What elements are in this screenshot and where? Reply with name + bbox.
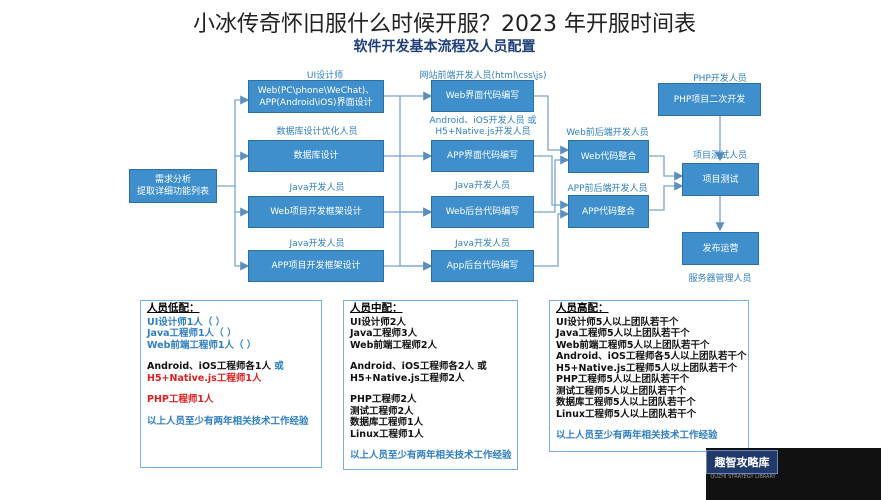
staffing-line: PHP工程师2人 [350,394,417,405]
staffing-line: UI设计师5人以上团队若干个 [556,316,679,328]
staffing-line: Android、iOS工程师各2人 或 [350,361,487,372]
role-server-admin: 服务器管理人员 [688,274,752,284]
panel-low-header: 人员低配： [147,302,200,314]
staffing-line: 数据库工程师5人以上团队若干个 [556,397,696,408]
node-web-integration: Web代码整合 [568,140,649,173]
node-web-app-ui-design: Web(PC\phone\WeChat)、 APP(Android\iOS)界面… [248,80,384,113]
watermark: 趣智攻略库 QUZHI STRATEGY LIBRARY [706,448,881,500]
panel-spacer [556,420,742,430]
panel-spacer [147,351,315,361]
node-app-ui-code: APP界面代码编写 [431,140,534,172]
staffing-line: 数据库工程师1人 [350,417,424,428]
staffing-line: 测试工程师2人 [350,405,414,417]
role-db-designer: 数据库设计优化人员 [276,127,358,137]
watermark-logo: 趣智攻略库 [706,450,778,474]
role-app-fullstack: APP前后端开发人员 [567,184,648,194]
watermark-subtext: QUZHI STRATEGY LIBRARY [710,474,776,480]
role-php-dev: PHP开发人员 [693,74,747,84]
panel-high-header: 人员高配： [556,302,609,314]
staffing-line: H5+Native.js工程师1人 [147,372,262,384]
node-requirements: 需求分析 提取详细功能列表 [129,169,217,203]
staffing-line: PHP工程师1人 [147,394,214,405]
staffing-line: 以上人员至少有两年相关技术工作经验 [147,415,309,427]
staffing-line: Web前端工程师2人 [350,339,437,351]
panel-mid-header: 人员中配： [350,302,403,314]
node-project-test: 项目测试 [682,163,759,196]
staffing-line: Android、iOS工程师各1人 或 [147,361,284,372]
panel-spacer [350,351,511,361]
flow-connectors [217,91,725,271]
node-app-backend-code: App后台代码编写 [431,250,534,282]
node-database-design: 数据库设计 [248,140,384,172]
role-web-frontend: 网站前端开发人员(html\css\js) [419,71,547,81]
staffing-line: 以上人员至少有两年相关技术工作经验 [350,450,512,461]
staffing-panel-low: 人员低配： UI设计师1人（ ）Java工程师1人（ ）Web前端工程师1人（ … [140,300,322,468]
node-release: 发布运营 [682,232,759,265]
role-mobile-dev: Android、iOS开发人员 或 H5+Native.js开发人员 [429,116,537,137]
staffing-line: H5+Native.js工程师5人以上团队若干个 [556,362,737,374]
staffing-line: Web前端工程师1人（ ） [147,339,257,351]
staffing-line: PHP工程师5人以上团队若干个 [556,374,689,385]
or-connector: 或 [274,361,284,372]
panel-spacer [147,406,315,416]
role-web-fullstack: Web前后端开发人员 [566,128,649,138]
staffing-line: Android、iOS工程师各5人以上团队若干个 [556,351,747,362]
staffing-line: Linux工程师1人 [350,428,424,440]
staffing-line: Java工程师3人 [350,328,418,339]
panel-spacer [147,384,315,394]
role-ui-designer: UI设计师 [306,71,344,81]
diagram-title: 软件开发基本流程及人员配置 [353,39,536,55]
staffing-line: 以上人员至少有两年相关技术工作经验 [556,430,718,441]
node-php-secondary-dev: PHP项目二次开发 [658,83,761,116]
staffing-line: 测试工程师5人以上团队若干个 [556,385,687,397]
role-java-dev-4: Java开发人员 [454,239,510,249]
role-tester: 项目测试人员 [692,151,747,161]
panel-spacer [350,384,511,394]
node-web-framework-design: Web项目开发框架设计 [248,196,384,228]
role-java-dev-1: Java开发人员 [289,183,345,193]
staffing-line: UI设计师1人（ ） [147,316,226,328]
page-headline: 小冰传奇怀旧服什么时候开服？2023 年开服时间表 [193,12,696,37]
staffing-line: UI设计师2人 [350,316,406,328]
staffing-line: Java工程师1人（ ） [147,328,237,339]
role-java-dev-3: Java开发人员 [454,181,510,191]
node-app-framework-design: APP项目开发框架设计 [248,250,384,282]
staffing-line: H5+Native.js工程师2人 [350,372,465,384]
staffing-line: Linux工程师5人以上团队若干个 [556,408,697,420]
panel-spacer [350,440,511,450]
staffing-line: Java工程师5人以上团队若干个 [556,328,690,339]
staffing-line: Web前端工程师5人以上团队若干个 [556,339,710,351]
node-app-integration: APP代码整合 [568,195,649,228]
node-web-ui-code: Web界面代码编写 [431,80,534,112]
node-web-backend-code: Web后台代码编写 [431,196,534,228]
role-java-dev-2: Java开发人员 [289,239,345,249]
